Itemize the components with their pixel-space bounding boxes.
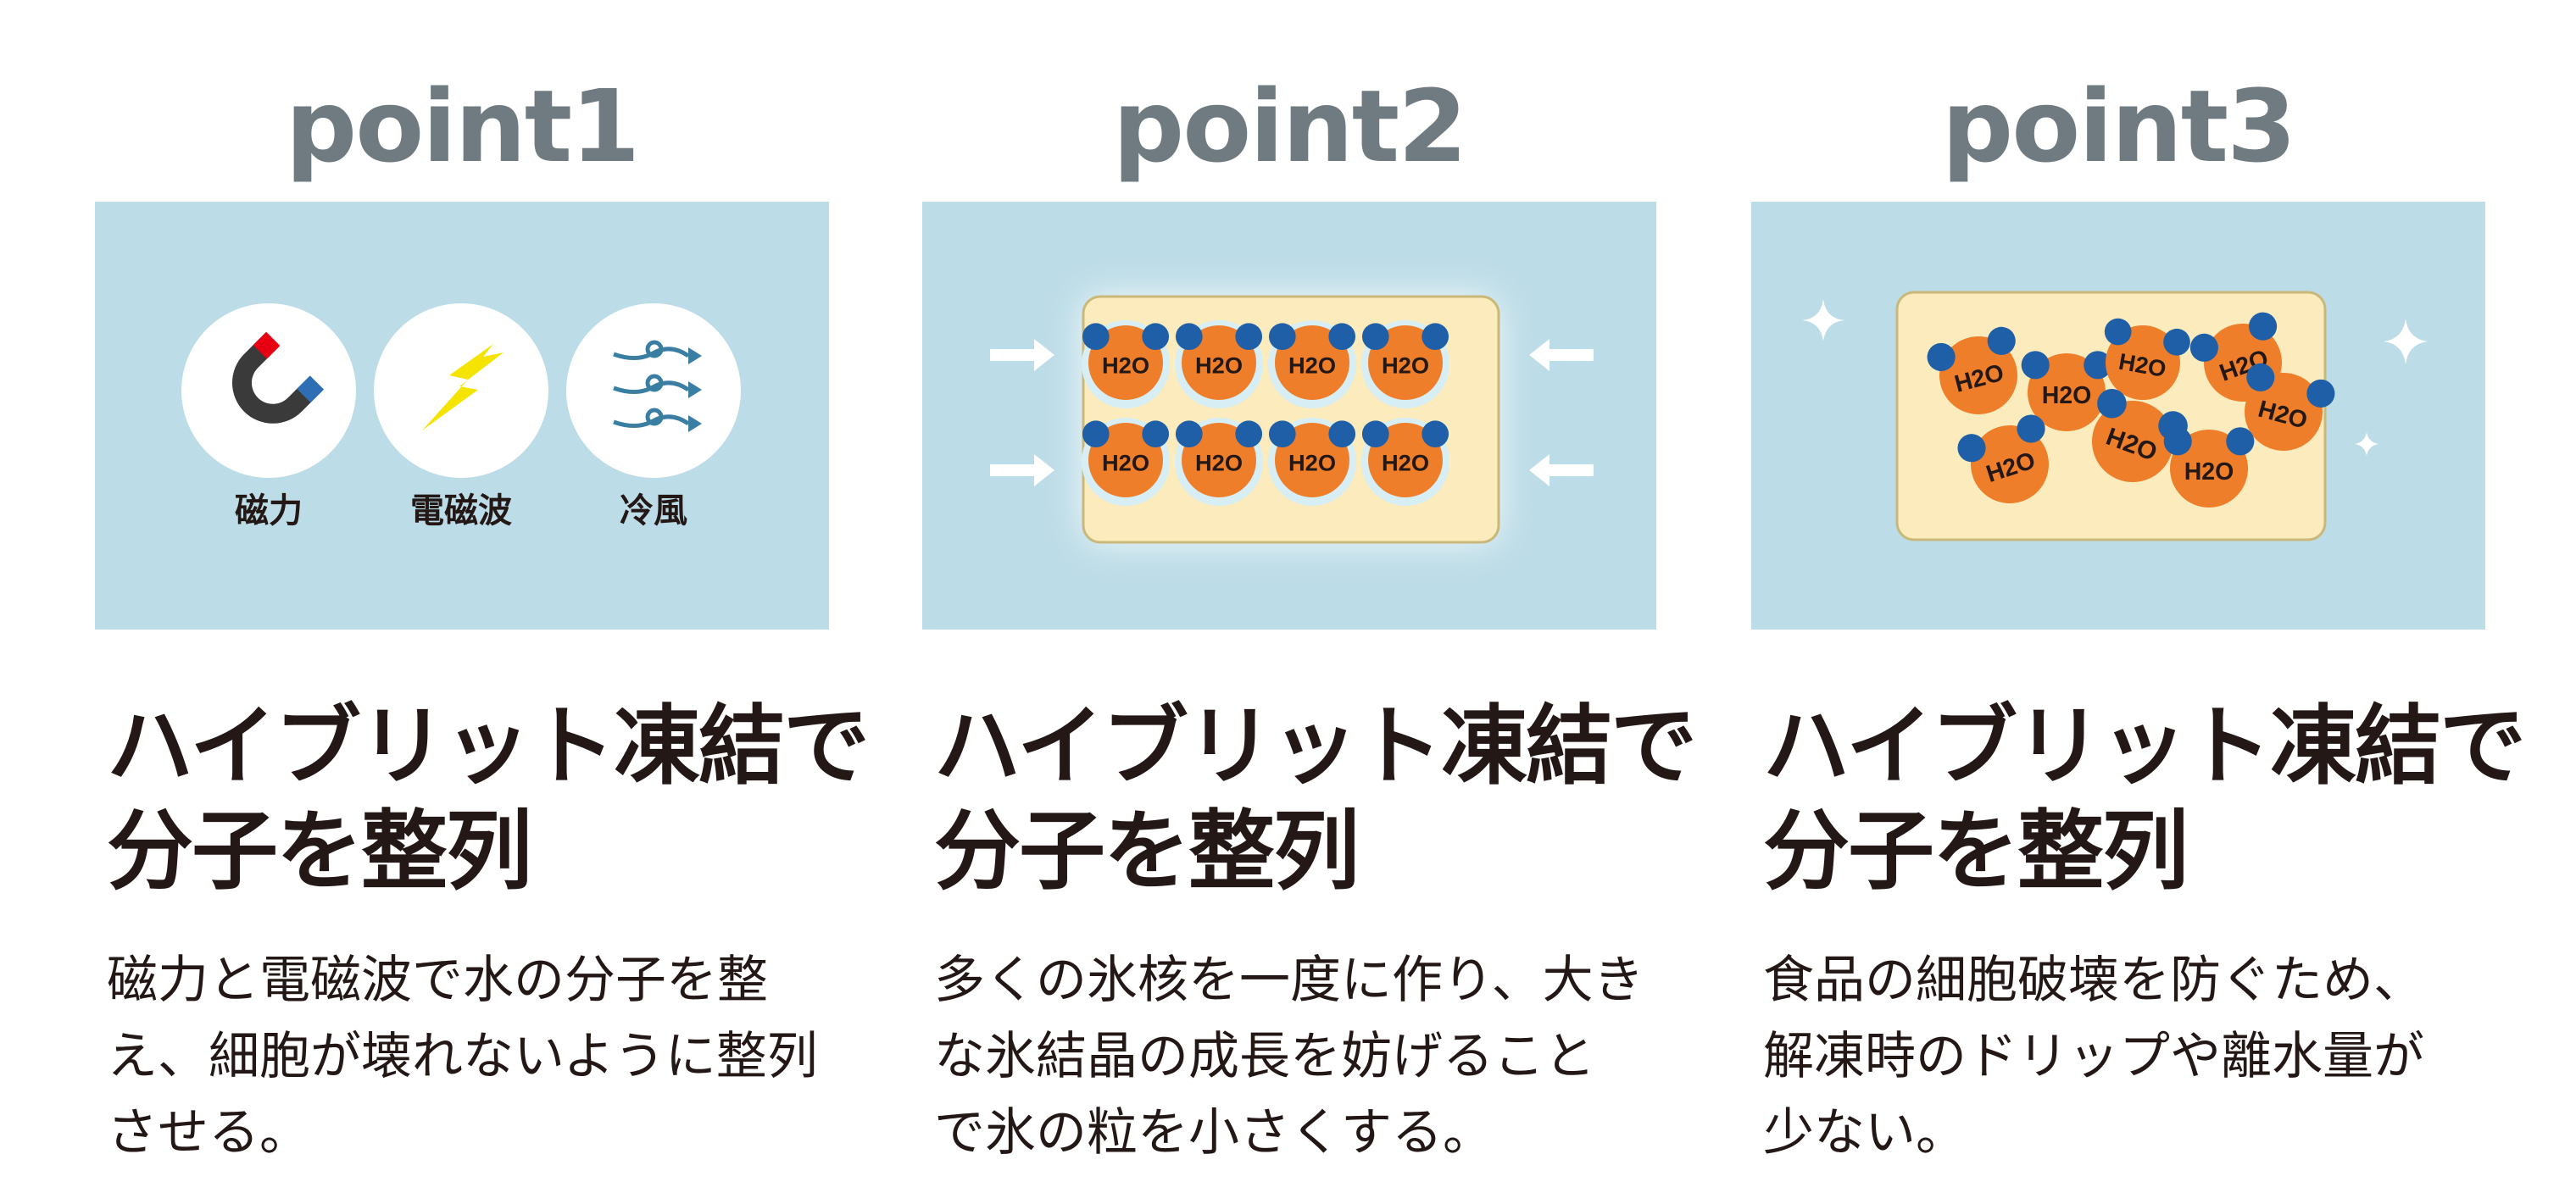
icon-label-magnetism: 磁力 bbox=[235, 491, 303, 530]
hydrogen-atom bbox=[2306, 379, 2335, 408]
hydrogen-atom bbox=[2104, 318, 2132, 346]
water-molecule: H2O bbox=[1082, 320, 1170, 408]
desc-line: え、細胞が壊れないように整列 bbox=[107, 1027, 818, 1086]
water-molecule: H2O bbox=[1268, 418, 1356, 506]
hydrogen-atom bbox=[1082, 323, 1110, 351]
icon-label-electromagnetic: 電磁波 bbox=[410, 491, 512, 530]
hydrogen-atom bbox=[1987, 326, 2016, 355]
wind-icon bbox=[566, 303, 741, 478]
point-description: 食品の細胞破壊を防ぐため、 解凍時のドリップや離水量が 少ない。 bbox=[1763, 942, 2492, 1171]
magnet-icon bbox=[181, 303, 356, 478]
hydrogen-atom bbox=[2189, 333, 2218, 362]
water-molecule: H2O bbox=[1268, 320, 1356, 408]
point-description: 多くの氷核を一度に作り、大き な氷結晶の成長を妨げること で氷の粒を小さくする。 bbox=[934, 942, 1663, 1171]
water-molecule: H2O bbox=[2163, 427, 2255, 508]
desc-line: 多くの氷核を一度に作り、大き bbox=[934, 951, 1644, 1010]
water-molecule: H2O bbox=[2104, 318, 2190, 400]
hydrogen-atom bbox=[1235, 420, 1263, 448]
desc-line: 食品の細胞破壊を防ぐため、 bbox=[1763, 951, 2424, 1010]
water-molecule: H2O bbox=[1082, 418, 1170, 506]
water-molecule: H2O bbox=[1361, 418, 1449, 506]
hydrogen-atom bbox=[1328, 323, 1356, 351]
hydrogen-atom bbox=[1957, 434, 1986, 463]
heading-line: 分子を整列 bbox=[934, 802, 1360, 902]
molecule-label: H2O bbox=[1102, 449, 1149, 475]
water-molecule: H2O bbox=[1957, 414, 2049, 503]
hydrogen-atom bbox=[1142, 323, 1170, 351]
molecule-label: H2O bbox=[1382, 352, 1429, 378]
hydrogen-atom bbox=[1082, 420, 1110, 448]
hydrogen-atom bbox=[1422, 323, 1449, 351]
hydrogen-atom bbox=[1142, 420, 1170, 448]
heading-line: ハイブリット凍結で bbox=[934, 696, 1697, 797]
hydrogen-atom bbox=[1927, 342, 1956, 371]
hydrogen-atom bbox=[2226, 427, 2255, 456]
hydrogen-atom bbox=[1328, 420, 1356, 448]
arrow-left-icon bbox=[1529, 339, 1594, 486]
sparkle-icon bbox=[1802, 299, 2428, 456]
point-heading: ハイブリット凍結で 分子を整列 bbox=[934, 695, 1697, 905]
desc-line: 少ない。 bbox=[1763, 1103, 1967, 1162]
point-heading: ハイブリット凍結で 分子を整列 bbox=[107, 695, 870, 905]
hydrogen-atom bbox=[1422, 420, 1449, 448]
point-title: point3 bbox=[1941, 68, 2297, 185]
heading-line: ハイブリット凍結で bbox=[107, 696, 870, 797]
hydrogen-atom bbox=[2163, 427, 2192, 456]
hydrogen-atom bbox=[2084, 351, 2112, 380]
illustration-panel: H2O H2O H2O H2O H2O H2O H2O H2O bbox=[922, 202, 1656, 630]
lightning-icon bbox=[374, 303, 548, 478]
arrow-right-icon bbox=[990, 339, 1054, 486]
hydrogen-atom bbox=[2249, 312, 2278, 341]
hydrogen-atom bbox=[2017, 414, 2045, 443]
hydrogen-atom bbox=[1235, 323, 1263, 351]
point-card-2: point2 H2O H2O H2O H2O H2O H2O H2O H2O ハイブリット凍結… bbox=[922, 0, 1697, 1193]
point-title: point1 bbox=[285, 68, 641, 185]
illustration-panel: 磁力 電磁波 bbox=[95, 202, 829, 630]
point-card-1: point1 磁力 電磁波 bbox=[95, 0, 870, 1193]
heading-line: ハイブリット凍結で bbox=[1763, 696, 2526, 797]
desc-line: で氷の粒を小さくする。 bbox=[934, 1103, 1494, 1162]
desc-line: させる。 bbox=[107, 1103, 310, 1162]
desc-line: 解凍時のドリップや離水量が bbox=[1763, 1027, 2424, 1086]
hydrogen-atom bbox=[1361, 323, 1389, 351]
hydrogen-atom bbox=[1268, 323, 1296, 351]
point-description: 磁力と電磁波で水の分子を整 え、細胞が壊れないように整列 させる。 bbox=[107, 942, 836, 1171]
water-molecule: H2O bbox=[1361, 320, 1449, 408]
molecule-label: H2O bbox=[1288, 352, 1336, 378]
desc-line: な氷結晶の成長を妨げること bbox=[934, 1027, 1595, 1086]
molecule-label: H2O bbox=[1195, 449, 1243, 475]
desc-line: 磁力と電磁波で水の分子を整 bbox=[107, 951, 768, 1010]
molecule-label: H2O bbox=[1288, 449, 1336, 475]
molecule-label: H2O bbox=[1102, 352, 1149, 378]
heading-line: 分子を整列 bbox=[1763, 802, 2189, 902]
molecule-label: H2O bbox=[2184, 458, 2234, 486]
hydrogen-atom bbox=[2163, 328, 2190, 356]
hydrogen-atom bbox=[2021, 351, 2050, 380]
point-title: point2 bbox=[1112, 68, 1468, 185]
hydrogen-atom bbox=[2246, 363, 2275, 391]
water-molecule: H2O bbox=[2245, 363, 2335, 451]
hydrogen-atom bbox=[1175, 420, 1203, 448]
hydrogen-atom bbox=[2097, 389, 2127, 419]
heading-line: 分子を整列 bbox=[107, 802, 532, 902]
water-molecule: H2O bbox=[1927, 326, 2017, 414]
hydrogen-atom bbox=[1175, 323, 1203, 351]
hydrogen-atom bbox=[1268, 420, 1296, 448]
icon-label-cold-air: 冷風 bbox=[620, 491, 687, 530]
water-molecule: H2O bbox=[2021, 351, 2112, 431]
point-heading: ハイブリット凍結で 分子を整列 bbox=[1763, 695, 2526, 905]
molecule-label: H2O bbox=[1195, 352, 1243, 378]
molecule-label: H2O bbox=[1382, 449, 1429, 475]
water-molecule: H2O bbox=[1175, 320, 1263, 408]
molecule-label: H2O bbox=[2042, 382, 2092, 409]
water-molecule: H2O bbox=[1175, 418, 1263, 506]
hydrogen-atom bbox=[1361, 420, 1389, 448]
